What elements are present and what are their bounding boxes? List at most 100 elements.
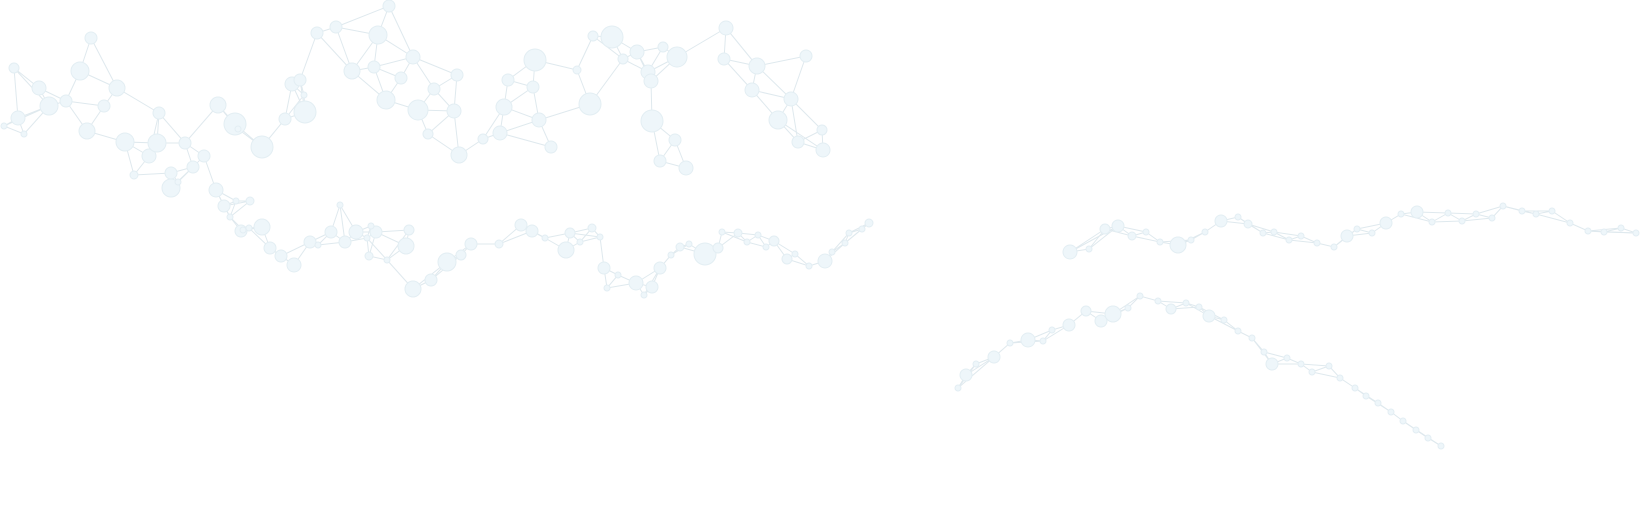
network-node (667, 251, 675, 259)
network-node (253, 218, 271, 236)
network-node (858, 225, 866, 233)
network-node (324, 225, 338, 239)
network-node (232, 197, 240, 205)
connection-line (412, 56, 458, 76)
network-node (1362, 392, 1370, 400)
network-node (383, 256, 391, 264)
network-node (427, 82, 441, 96)
network-node (1297, 232, 1305, 240)
connection-line (316, 32, 353, 72)
network-node (603, 284, 611, 292)
network-node (781, 253, 793, 265)
network-node (223, 112, 247, 136)
network-node (645, 280, 659, 294)
network-node (1325, 362, 1333, 370)
connection-line (1551, 210, 1571, 224)
connection-line (957, 356, 995, 389)
connection-line (366, 237, 388, 261)
network-node (1399, 417, 1407, 425)
network-node (1220, 316, 1228, 324)
network-node (959, 368, 973, 382)
network-node (640, 109, 664, 133)
network-node (477, 133, 489, 145)
network-node (576, 238, 584, 246)
network-node (841, 239, 849, 247)
network-node (1472, 210, 1480, 218)
network-node (1062, 244, 1078, 260)
network-node (8, 62, 20, 74)
network-node (293, 73, 307, 87)
network-node (407, 99, 429, 121)
network-node (1248, 334, 1256, 342)
connection-line (1157, 300, 1187, 304)
network-node (1548, 207, 1556, 215)
network-node (405, 49, 421, 65)
network-node (263, 241, 277, 255)
network-node (587, 30, 599, 42)
connection-line (1431, 220, 1463, 223)
connection-line (3, 125, 25, 135)
network-node (208, 182, 224, 198)
network-node (768, 110, 788, 130)
network-node (1397, 210, 1405, 218)
network-node (394, 71, 408, 85)
network-node (382, 0, 396, 13)
network-node (1080, 305, 1092, 317)
network-node (0, 122, 8, 130)
network-node (446, 103, 462, 119)
network-node (1518, 207, 1526, 215)
network-node (744, 82, 760, 98)
network-node (397, 237, 415, 255)
network-node (403, 224, 415, 236)
network-node (464, 237, 478, 251)
network-node (514, 218, 528, 232)
network-node (845, 229, 853, 237)
network-node (97, 99, 111, 113)
network-node (234, 125, 242, 133)
network-node (310, 26, 324, 40)
network-node (678, 160, 694, 176)
network-node (733, 228, 743, 238)
connection-line (335, 5, 390, 28)
network-node (1260, 348, 1268, 356)
network-node (1412, 426, 1420, 434)
network-node (1214, 214, 1228, 228)
network-node (1234, 327, 1242, 335)
network-node (84, 31, 98, 45)
network-node (164, 166, 178, 180)
network-node (239, 226, 247, 234)
connection-line (299, 32, 318, 81)
network-node (1488, 214, 1496, 222)
network-node (293, 100, 317, 124)
network-node (422, 128, 434, 140)
connection-line (1262, 232, 1290, 241)
network-node (437, 252, 457, 272)
network-node (1368, 229, 1376, 237)
network-node (494, 239, 504, 249)
network-node (815, 142, 831, 158)
network-node (1169, 236, 1187, 254)
network-node (174, 178, 182, 186)
network-node (1437, 442, 1445, 450)
network-node (338, 235, 352, 249)
network-node (209, 96, 227, 114)
network-node (147, 133, 167, 153)
network-node (1156, 238, 1164, 246)
network-node (817, 253, 833, 269)
network-node (754, 231, 762, 239)
network-node (828, 248, 836, 256)
network-node (1566, 219, 1574, 227)
network-node (274, 249, 288, 263)
network-node (1094, 314, 1108, 328)
network-node (10, 110, 26, 126)
network-node (768, 235, 780, 247)
network-node (343, 62, 361, 80)
connection-line (1131, 235, 1161, 243)
connection-line (1311, 371, 1341, 379)
network-node (1632, 229, 1640, 237)
network-node (1124, 304, 1132, 312)
network-node (303, 235, 317, 249)
network-node (1308, 368, 1316, 376)
network-node (1499, 202, 1507, 210)
